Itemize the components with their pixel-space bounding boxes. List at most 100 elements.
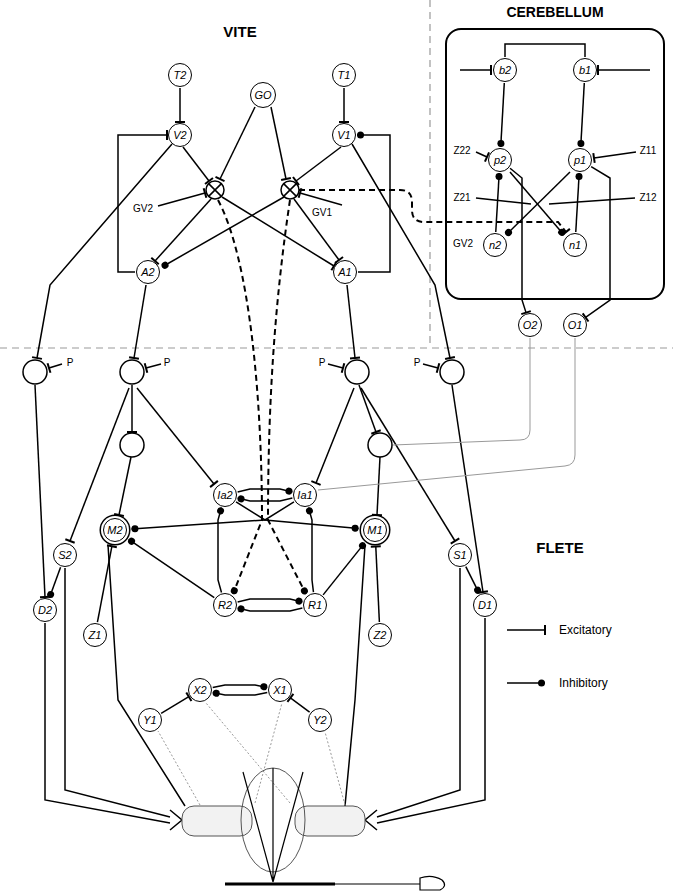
wire: [120, 433, 144, 457]
signal-label: Z21: [453, 192, 470, 203]
neuron-label: Ia1: [297, 489, 312, 501]
region-name: FLETE: [536, 540, 584, 557]
neuron-label: n1: [569, 239, 581, 251]
wire: [365, 810, 377, 830]
wire: [377, 457, 380, 515]
neuron-node: T2: [168, 63, 192, 87]
wire: [23, 360, 47, 384]
wire: [134, 285, 146, 358]
neuron-label: n2: [489, 239, 501, 251]
inhibitory-connection: [581, 83, 585, 147]
wire: [131, 385, 133, 432]
inhibitory-connection: [238, 599, 303, 602]
wire: [549, 198, 635, 204]
signal-label: GV1: [312, 207, 332, 218]
wire: [162, 197, 284, 267]
neuron-node: R2: [213, 593, 237, 617]
neuron-label: X1: [273, 684, 286, 696]
neuron-node: Y1: [138, 708, 162, 732]
wire: [158, 193, 205, 206]
wire: [220, 107, 255, 179]
wire: [295, 806, 365, 836]
wire: [108, 545, 185, 806]
neuron-node: S1: [448, 543, 472, 567]
excitatory-connection: [510, 168, 526, 312]
neuron-label: O2: [523, 319, 538, 331]
wire: [206, 181, 224, 199]
wire: [505, 44, 585, 57]
wire: [170, 810, 182, 830]
wire: [300, 193, 342, 205]
signal-label: Z22: [453, 145, 470, 156]
neuron-label: X2: [193, 684, 206, 696]
wire: [0, 0, 673, 348]
neuron-node: Z2: [368, 623, 392, 647]
neuron-node: Ia2: [213, 483, 237, 507]
region-title: CEREBELLUM: [447, 5, 663, 20]
inhibitory-connection: [496, 173, 499, 232]
excitatory-connection: [161, 697, 189, 714]
inhibitory-connection: [357, 135, 390, 272]
legend-line: [507, 629, 545, 631]
wire: [361, 388, 455, 541]
wire: [209, 184, 222, 197]
neuron-node: O1: [563, 313, 587, 337]
wire: [296, 147, 341, 181]
neuron-label: Z1: [89, 629, 102, 641]
inhibitory-connection: [49, 567, 60, 598]
wire: [37, 144, 172, 358]
excitatory-connection: [97, 546, 111, 622]
neuron-node: V1: [332, 123, 356, 147]
inhibitory-connection: [466, 567, 479, 594]
inhibitory-connection: [218, 508, 221, 593]
wire: [183, 147, 209, 181]
neuron-label: D1: [478, 599, 492, 611]
wire: [49, 364, 62, 368]
neuron-label: p1: [574, 154, 586, 166]
neuron-label: M1: [367, 524, 382, 536]
neuron-node: M2: [103, 518, 127, 542]
wire: [299, 190, 566, 232]
neuron-node: GO: [250, 82, 276, 108]
neuron-label: GO: [254, 89, 271, 101]
wire: [335, 876, 445, 890]
wire: [476, 152, 487, 157]
wire: [268, 200, 306, 594]
wire: [347, 285, 355, 358]
wire: [146, 364, 161, 368]
neuron-node: p1: [568, 148, 592, 172]
neuron-node: V2: [168, 123, 192, 147]
neuron-label: Ia2: [217, 489, 232, 501]
neuron-label: R1: [308, 599, 322, 611]
signal-label: GV2: [133, 203, 153, 214]
neuron-node: X2: [188, 678, 212, 702]
neuron-label: Y2: [313, 714, 326, 726]
neuron-node: M1: [363, 518, 387, 542]
neuron-node: b1: [573, 58, 597, 82]
neuron-label: V2: [173, 129, 186, 141]
signal-label: GV2: [453, 238, 473, 249]
excitatory-connection: [118, 135, 167, 272]
neuron-node: A2: [136, 260, 160, 284]
wire: [377, 618, 485, 823]
wire: [155, 199, 211, 261]
neuron-label: T1: [338, 69, 351, 81]
wire: [345, 360, 369, 384]
neuron-label: V1: [337, 129, 350, 141]
wire: [423, 364, 438, 368]
inhibitory-connection: [238, 489, 293, 492]
wire: [352, 144, 450, 358]
inhibitory-connection: [501, 83, 505, 147]
signal-label: Z12: [639, 192, 656, 203]
inhibitory-connection: [129, 539, 215, 597]
neuron-label: S1: [453, 549, 466, 561]
wire: [70, 388, 129, 541]
inhibitory-connection: [213, 693, 268, 695]
neuron-label: b1: [579, 64, 591, 76]
neuron-node: b2: [493, 58, 517, 82]
neuron-label: T2: [174, 69, 187, 81]
wire: [225, 883, 335, 886]
wire: [218, 200, 262, 594]
wire: [271, 107, 286, 179]
neuron-node: A1: [333, 260, 357, 284]
